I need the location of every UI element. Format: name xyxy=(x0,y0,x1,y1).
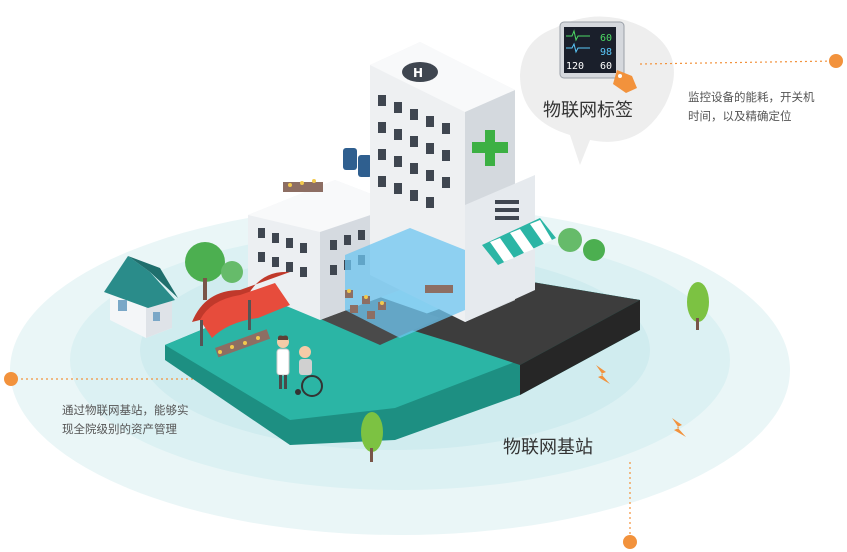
tree-icon xyxy=(221,261,243,283)
glass-lobby xyxy=(345,228,465,338)
monitor-reading-top: 60 xyxy=(600,33,612,44)
station-description-line2: 现全院级别的资产管理 xyxy=(62,422,177,436)
monitor-reading-mid: 98 xyxy=(600,47,612,58)
lightning-icon xyxy=(672,418,686,437)
tag-label: 物联网标签 xyxy=(543,100,633,121)
trees xyxy=(185,228,709,462)
station-connector-dot xyxy=(4,372,18,386)
monitor-reading-bottom-left: 120 xyxy=(566,61,584,72)
lightning-icon xyxy=(596,365,610,384)
tree-icon xyxy=(687,282,709,322)
tree-icon xyxy=(583,239,605,261)
tag-speech-bubble xyxy=(520,16,674,165)
water-tank-icon xyxy=(343,148,372,177)
tag-description-line1: 监控设备的能耗，开关机 xyxy=(688,90,815,104)
station-description: 通过物联网基站，能够实 现全院级别的资产管理 xyxy=(62,401,242,439)
station-label: 物联网基站 xyxy=(503,437,593,458)
hospital-tower: H xyxy=(345,42,535,338)
patient-monitor-icon: 60 98 120 60 xyxy=(559,21,625,79)
tree-icon xyxy=(185,242,225,282)
ground-platform xyxy=(165,280,640,445)
monitor-reading-bottom-right: 60 xyxy=(600,61,612,72)
parking-road xyxy=(395,280,640,365)
shop-awning-icon xyxy=(482,218,556,265)
helipad-letter: H xyxy=(413,66,423,80)
tree-icon xyxy=(361,412,383,452)
rooftop-planter xyxy=(283,182,323,192)
helipad-icon xyxy=(402,62,438,82)
doctor-icon xyxy=(276,335,290,389)
medical-cross-icon xyxy=(472,130,508,166)
tag-connector-dot xyxy=(829,54,843,68)
tag-description-line2: 时间，以及精确定位 xyxy=(688,109,792,123)
station-description-line1: 通过物联网基站，能够实 xyxy=(62,403,189,417)
entrance-canopy xyxy=(192,271,290,346)
tree-icon xyxy=(558,228,582,252)
connector-lines xyxy=(4,54,843,549)
flower-beds xyxy=(215,285,453,358)
iot-tag-icon xyxy=(613,70,637,93)
bottom-connector-dot xyxy=(623,535,637,549)
signal-lightning-icons xyxy=(596,365,686,437)
tag-description: 监控设备的能耗，开关机 时间，以及精确定位 xyxy=(688,88,838,126)
small-house-icon xyxy=(104,256,178,338)
wheelchair-patient-icon xyxy=(295,346,323,397)
